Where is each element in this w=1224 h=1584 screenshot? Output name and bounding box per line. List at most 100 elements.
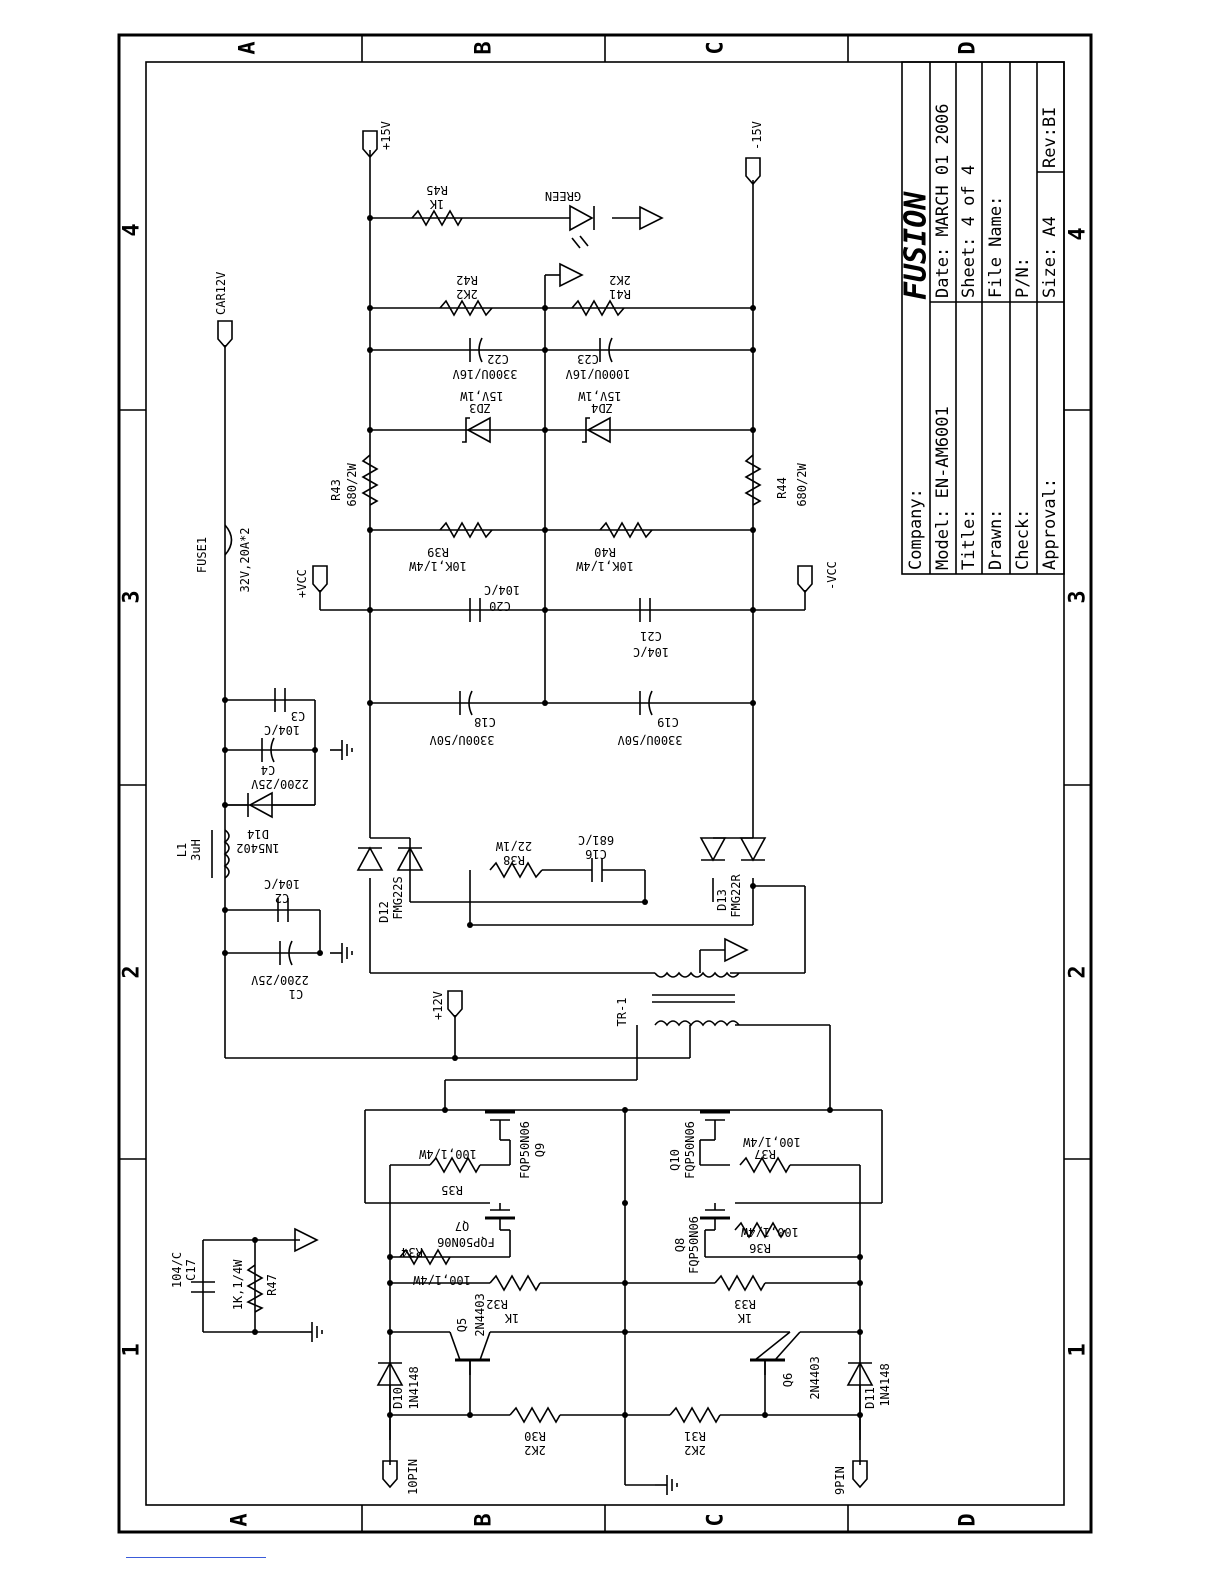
title-label: Title: [959, 509, 979, 570]
l1-value: 3uH [189, 839, 203, 861]
r39-value: 10K,1/4W [408, 559, 467, 573]
size-label: Size: A4 [1040, 216, 1060, 298]
q5-symbol [449, 1331, 491, 1375]
c4-symbol [261, 737, 275, 763]
q6-symbol [750, 1331, 801, 1375]
zone-3-left: 3 [120, 590, 145, 603]
port-15v: +15V [379, 121, 393, 150]
d13-symbol [699, 837, 767, 862]
r31-ref: R31 [684, 1429, 706, 1443]
l1-ref: L1 [175, 843, 189, 857]
r37-value: 100,1/4W [742, 1135, 801, 1149]
q9-symbol [485, 1110, 515, 1141]
c3-value: 104/C [264, 723, 300, 737]
q9-value: FQP50N06 [518, 1121, 532, 1179]
l1-symbol [223, 829, 230, 879]
c23-value: 1000U/16V [565, 367, 630, 381]
q5-value: 2N4403 [473, 1293, 487, 1336]
c17-value: 104/C [170, 1252, 184, 1288]
zone-a-top: A [236, 41, 261, 54]
r45-value: 1K [429, 197, 444, 211]
capacitor-symbols [191, 337, 653, 1293]
r47-symbol [246, 1264, 264, 1313]
c17-ref: C17 [184, 1259, 198, 1281]
ground-icon [329, 942, 353, 964]
zone-1-right: 1 [1066, 1343, 1091, 1356]
c20-ref: C20 [489, 599, 511, 613]
zone-d-bottom: D [956, 1513, 981, 1526]
d11-value: 1N4148 [878, 1363, 892, 1406]
file-name-label: File Name: [986, 196, 1006, 298]
r36-symbol [734, 1221, 786, 1239]
zone-b-top: B [472, 41, 497, 54]
company-label: Company: [906, 488, 926, 570]
drawn-label: Drawn: [986, 509, 1006, 570]
zone-1-left: 1 [120, 1343, 145, 1356]
r41-value: 2K2 [609, 273, 631, 287]
title-block: FUSION Company: Model: EN-AM6001 Title: … [899, 61, 1065, 575]
r32-ref: R32 [486, 1297, 508, 1311]
r39-symbol [439, 521, 493, 539]
c19-value: 3300U/50V [617, 733, 682, 747]
d12-ref: D12 [377, 901, 391, 923]
q7-value: FQP50N06 [437, 1235, 495, 1249]
d10-ref: D10 [391, 1387, 405, 1409]
c16-value: 681/C [578, 833, 614, 847]
r32-value: 1K [504, 1311, 519, 1325]
r33-ref: R33 [734, 1297, 756, 1311]
q8-ref: Q8 [673, 1238, 687, 1252]
c1-ref: C1 [289, 987, 303, 1001]
model-label: Model: EN-AM6001 [933, 406, 953, 570]
c17-symbol [191, 1281, 215, 1293]
c4-value: 2200/25V [251, 777, 309, 791]
c22-value: 3300U/16V [452, 367, 517, 381]
r37-ref: R37 [754, 1147, 776, 1161]
d12-symbol [356, 846, 424, 871]
d12-value: FMG22S [391, 876, 405, 919]
r40-ref: R40 [594, 545, 616, 559]
d11-ref: D11 [863, 1387, 877, 1409]
port-9pin: 9PIN [833, 1466, 847, 1495]
c20-value: 104/C [484, 583, 520, 597]
d10-symbol [376, 1361, 404, 1386]
port-minus-vcc: -VCC [825, 561, 839, 590]
r41-ref: R41 [609, 287, 631, 301]
fuse1-value: 32V,20A*2 [238, 527, 252, 592]
zd4-symbol [582, 416, 611, 444]
c21-ref: C21 [640, 629, 662, 643]
rev-label: Rev:BI [1040, 107, 1060, 168]
zone-c-top: C [704, 41, 729, 54]
zone-4-right: 4 [1066, 227, 1091, 240]
resistor-symbols [246, 209, 791, 1424]
d13-value: FMG22R [729, 874, 743, 918]
ground-icon [299, 1321, 323, 1343]
r30-symbol [509, 1406, 561, 1424]
d14-ref: D14 [247, 827, 269, 841]
zone-d-top: D [956, 41, 981, 54]
c18-value: 3300U/50V [429, 733, 494, 747]
r39-ref: R39 [427, 545, 449, 559]
c1-value: 2200/25V [251, 973, 309, 987]
r34-value: 100,1/4W [412, 1273, 471, 1287]
d10-value: 1N4148 [407, 1366, 421, 1409]
r38-ref: R38 [503, 853, 525, 867]
zone-2-right: 2 [1066, 965, 1091, 978]
r37-symbol [739, 1156, 791, 1174]
d11-symbol [846, 1361, 874, 1386]
q8-value: FQP50N06 [687, 1216, 701, 1274]
magnetics [211, 524, 740, 1027]
ground-icon [654, 1474, 678, 1496]
r47-ref: R47 [265, 1274, 279, 1296]
check-label: Check: [1013, 509, 1033, 570]
r33-value: 1K [737, 1311, 752, 1325]
q9-ref: Q9 [533, 1143, 547, 1157]
r47-value: 1K,1/4W [231, 1259, 245, 1310]
r45-ref: R45 [426, 183, 448, 197]
port-labels: +15V -15V CAR12V +VCC -VCC +12V 10PIN 9P… [214, 121, 847, 1495]
r40-symbol [599, 521, 653, 539]
port-symbols [217, 130, 868, 1489]
port-car12v: CAR12V [214, 272, 228, 315]
zd3-value: 15V,1W [460, 389, 504, 403]
q10-ref: Q10 [668, 1149, 682, 1171]
zone-a-bottom: A [228, 1513, 253, 1526]
